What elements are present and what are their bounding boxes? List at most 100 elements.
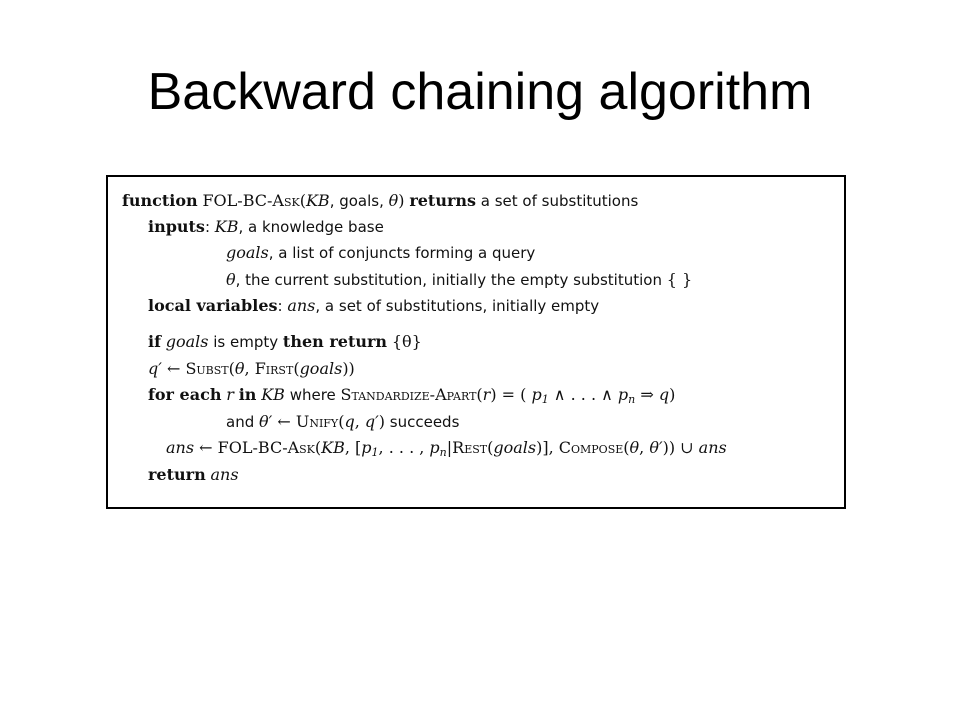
subscript: n [628, 393, 636, 406]
subscript: 1 [371, 446, 379, 459]
var-q-prime: q′ [148, 359, 162, 378]
var-p: p [531, 385, 542, 404]
keyword-returns: returns [409, 191, 477, 210]
theta-set: {θ} [391, 332, 422, 351]
assign-arrow: ← [161, 359, 186, 378]
assign-arrow: ← [194, 438, 218, 457]
list-open: , [ [344, 438, 362, 457]
var-r: r [226, 385, 234, 404]
keyword-local-variables: local variables [148, 296, 278, 315]
algo-line-q-prime-assign: q′ ← Subst(θ, First(goals)) [148, 359, 355, 379]
fn-rest: Rest [452, 438, 488, 457]
var-p1: p1 [361, 438, 379, 459]
input-kb: KB [214, 217, 239, 236]
keyword-then-return: then return [282, 332, 388, 351]
comma: , [354, 412, 365, 431]
keyword-if: if [148, 332, 161, 351]
var-ans: ans [166, 438, 195, 457]
input-theta-description: , the current substitution, initially th… [235, 271, 667, 289]
var-r: r [482, 385, 491, 404]
keyword-return: return [148, 465, 206, 484]
keyword-for-each: for each [148, 385, 222, 404]
paren: ) [669, 385, 676, 404]
algo-line-return: return ans [148, 465, 239, 485]
var-kb: KB [321, 438, 345, 457]
fn-unify: Unify [295, 412, 339, 431]
paren: )) [342, 359, 355, 378]
var-q-prime: q′ [364, 412, 379, 431]
var-goals: goals [493, 438, 537, 457]
param-kb: KB [305, 191, 330, 210]
colon: : [204, 218, 215, 236]
slide-title: Backward chaining algorithm [147, 63, 813, 121]
var-p: p [361, 438, 372, 457]
text-is-empty: is empty [208, 333, 283, 351]
algo-line-inputs: inputs: KB, a knowledge base [148, 217, 384, 237]
fn-compose: Compose [558, 438, 624, 457]
paren: ( [293, 359, 300, 378]
list-bar: | [446, 438, 453, 457]
var-pn: pn [617, 385, 636, 406]
paren: ( [623, 438, 630, 457]
local-ans-description: , a set of substitutions, initially empt… [315, 297, 600, 315]
colon: : [277, 297, 288, 315]
paren: ) [378, 412, 385, 431]
subscript: n [439, 446, 447, 459]
text-where: where [284, 386, 341, 404]
var-kb: KB [261, 385, 285, 404]
var-p: p [429, 438, 440, 457]
var-goals: goals [165, 332, 209, 351]
algo-line-local-variables: local variables: ans, a set of substitut… [148, 296, 599, 316]
algo-line-if-goals-empty: if goals is empty then return {θ} [148, 332, 422, 352]
var-p: p [617, 385, 629, 404]
var-theta: θ [234, 359, 245, 378]
var-ans: ans [210, 465, 239, 484]
assign-arrow: ← [272, 412, 296, 431]
keyword-inputs: inputs [148, 217, 205, 236]
var-ans: ans [698, 438, 727, 457]
empty-set: { } [666, 270, 693, 289]
var-goals: goals [299, 359, 343, 378]
var-theta-prime: θ′ [259, 412, 273, 431]
paren: ( [338, 412, 345, 431]
param-theta: θ [388, 191, 399, 210]
var-pn: pn [429, 438, 447, 459]
paren: ) [398, 191, 405, 210]
implies: ⇒ [635, 385, 659, 404]
function-name: FOL-BC- [202, 191, 273, 210]
subscript: 1 [541, 393, 549, 406]
var-q: q [344, 412, 355, 431]
fn-subst: Subst [185, 359, 229, 378]
var-theta-prime: θ′ [649, 438, 663, 457]
function-name: FOL-BC- [217, 438, 288, 457]
keyword-function: function [122, 191, 198, 210]
input-goals: goals [226, 243, 269, 262]
fn-first: First [254, 359, 294, 378]
paren: ( [487, 438, 494, 457]
input-kb-description: , a knowledge base [238, 218, 384, 236]
var-q: q [658, 385, 670, 404]
input-theta: θ [226, 270, 236, 289]
list-close: )], [536, 438, 559, 457]
keyword-in: in [238, 385, 257, 404]
fn-standardize-apart: Standardize-Apart [340, 385, 477, 404]
algo-line-input-goals: goals, a list of conjuncts forming a que… [226, 243, 535, 263]
conjunction: ∧ . . . ∧ [548, 385, 618, 404]
comma: , [639, 438, 650, 457]
paren: ( [314, 438, 322, 457]
function-name-sc: Ask [287, 438, 315, 457]
comma: , [244, 359, 255, 378]
function-name-sc: Ask [272, 191, 300, 210]
var-p1: p1 [531, 385, 549, 406]
algo-line-recursive-call: ans ← FOL-BC-Ask(KB, [p1, . . . , pn|Res… [166, 438, 727, 463]
text-and: and [226, 413, 259, 431]
param-goals: , goals, [329, 192, 389, 210]
paren: ( [476, 385, 483, 404]
local-ans: ans [287, 296, 316, 315]
paren: ( [299, 191, 306, 210]
algo-line-function-signature: function FOL-BC-Ask(KB, goals, θ) return… [122, 191, 638, 211]
var-theta: θ [629, 438, 640, 457]
algorithm-box: function FOL-BC-Ask(KB, goals, θ) return… [106, 175, 846, 509]
algo-line-input-theta: θ, the current substitution, initially t… [226, 270, 692, 290]
return-description: a set of substitutions [476, 192, 639, 210]
